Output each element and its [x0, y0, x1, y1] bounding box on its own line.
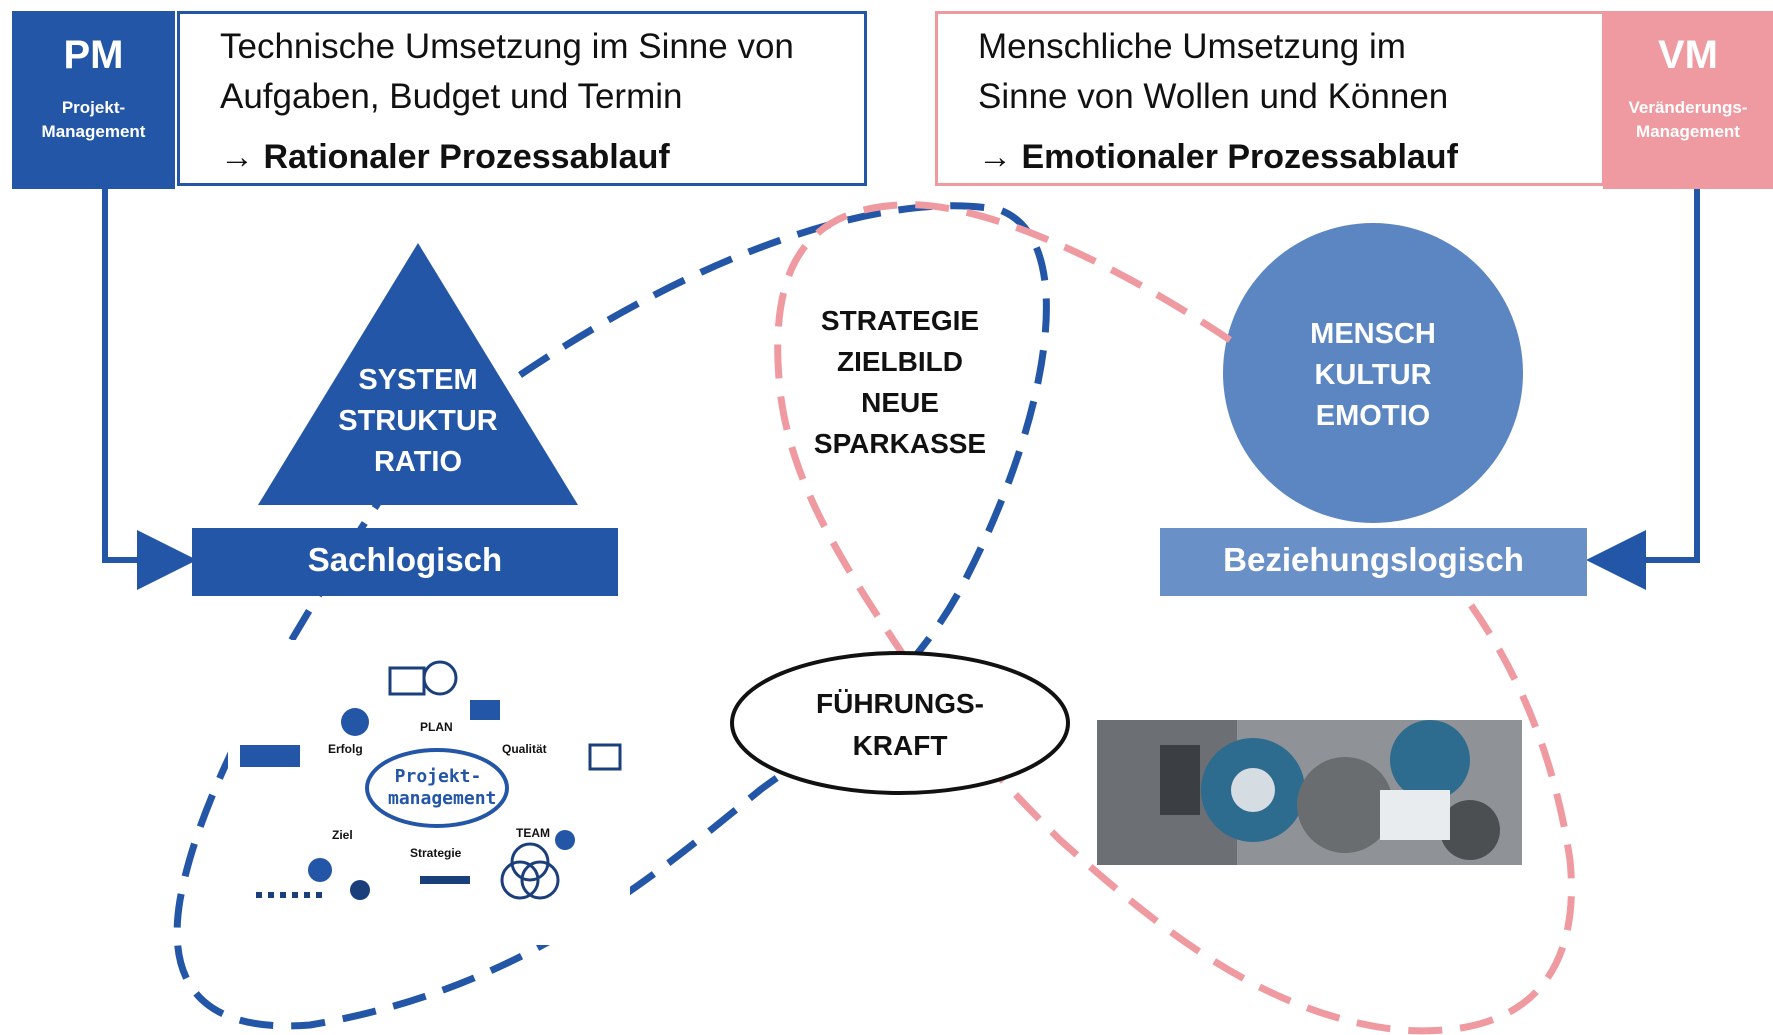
pm-fullname: Projekt- Management — [12, 96, 175, 144]
vm-description-box: Menschliche Umsetzung im Sinne von Wolle… — [935, 11, 1605, 186]
triangle-line2: STRUKTUR — [338, 405, 498, 437]
sachlogisch-label: Sachlogisch — [307, 541, 503, 578]
vm-desc-line1: Menschliche Umsetzung im — [978, 27, 1406, 66]
pm-image-center-line1: Projekt- — [394, 766, 482, 787]
vm-fullname-line1: Veränderungs- — [1628, 98, 1748, 117]
pm-flow: → Rationaler Prozessablauf — [220, 138, 670, 176]
beziehungslogisch-label: Beziehungslogisch — [1223, 541, 1524, 578]
pm-image-qualitaet: Qualität — [502, 742, 547, 756]
triangle-line1: SYSTEM — [358, 364, 478, 396]
vm-desc-line2: Sinne von Wollen und Können — [978, 77, 1449, 116]
sachlogisch-bar — [192, 528, 618, 596]
leader-text: FÜHRUNGS- KRAFT — [780, 683, 1020, 767]
triangle-line3: RATIO — [373, 446, 463, 478]
vm-fullname: Veränderungs- Management — [1603, 96, 1773, 144]
vm-fullname-line2: Management — [1636, 122, 1740, 141]
vm-abbr: VM — [1658, 33, 1718, 77]
pm-image-team: TEAM — [516, 826, 550, 840]
mensch-circle — [1223, 223, 1523, 523]
blue-dashed-loop — [173, 202, 1050, 1030]
strategy-line1: STRATEGIE — [820, 305, 980, 336]
pm-image-ziel: Ziel — [332, 828, 353, 842]
pm-badge: PM Projekt- Management — [12, 11, 175, 189]
pm-fullname-line2: Management — [41, 122, 146, 141]
strategy-line4: SPARKASSE — [813, 428, 987, 459]
vm-teamwork-image — [1097, 720, 1522, 865]
pm-desc-line2: Aufgaben, Budget und Termin — [220, 77, 683, 116]
circle-line2: KULTUR — [1314, 359, 1432, 391]
pm-concept-image — [228, 640, 630, 945]
pm-image-strategie: Strategie — [410, 846, 462, 860]
strategy-line2: ZIELBILD — [837, 346, 963, 377]
pm-desc-line1: Technische Umsetzung im Sinne von — [220, 27, 794, 66]
fuehrungskraft-ellipse — [730, 651, 1070, 795]
pm-image-erfolg: Erfolg — [328, 742, 363, 756]
pm-image-center-line2: management — [388, 788, 497, 809]
vm-flow: → Emotionaler Prozessablauf — [978, 138, 1458, 176]
pm-fullname-line1: Projekt- — [61, 98, 126, 117]
pm-abbr: PM — [63, 33, 124, 77]
pm-description: Technische Umsetzung im Sinne von Aufgab… — [180, 14, 864, 122]
triangle-text: SYSTEM STRUKTUR RATIO — [318, 360, 518, 483]
circle-line1: MENSCH — [1310, 318, 1436, 350]
pm-description-box: Technische Umsetzung im Sinne von Aufgab… — [177, 11, 867, 186]
strategy-line3: NEUE — [861, 387, 939, 418]
system-triangle — [258, 243, 578, 505]
strategy-text: STRATEGIE ZIELBILD NEUE SPARKASSE — [780, 300, 1020, 464]
circle-line3: EMOTIO — [1315, 400, 1431, 432]
beziehungslogisch-bar — [1160, 528, 1587, 596]
circle-text: MENSCH KULTUR EMOTIO — [1273, 314, 1473, 437]
pm-image-plan: PLAN — [420, 720, 453, 734]
leader-line2: KRAFT — [852, 730, 948, 761]
pm-image-center-label: Projekt- management — [388, 766, 497, 810]
vm-badge: VM Veränderungs- Management — [1603, 11, 1773, 189]
vm-description: Menschliche Umsetzung im Sinne von Wolle… — [938, 14, 1602, 122]
pm-image-center-ellipse — [365, 748, 509, 828]
pm-connector-line — [102, 189, 197, 590]
vm-connector-line — [1586, 189, 1700, 590]
leader-line1: FÜHRUNGS- — [816, 688, 984, 719]
